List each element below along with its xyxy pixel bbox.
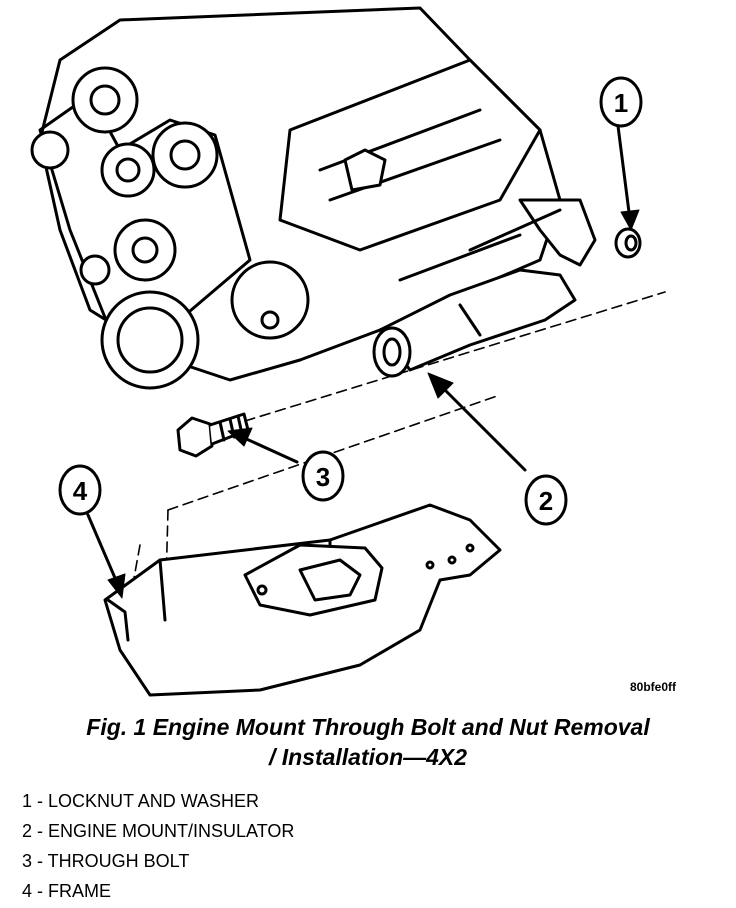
caption-line-2: / Installation—4X2 [268,744,468,770]
legend-item: 4 - FRAME [22,881,112,901]
locknut [614,227,642,259]
callout-1-circle [599,76,643,128]
figure-code: 80bfe0ff [630,680,677,694]
engine-mount-diagram: 1 2 3 4 80bfe0ff [30,6,677,697]
callout-4-circle [58,464,102,516]
callout-3: 3 [316,462,330,492]
legend-item: 2 - ENGINE MOUNT/INSULATOR [22,821,295,841]
engine-mount-insulator [372,268,577,378]
figure-caption: Fig. 1 Engine Mount Through Bolt and Nut… [0,712,736,772]
caption-line-1: Fig. 1 Engine Mount Through Bolt and Nut… [86,714,650,740]
frame-rail [103,503,502,697]
through-bolt [176,412,250,458]
callout-1: 1 [614,88,628,118]
callout-4: 4 [73,476,88,506]
legend-list: 1 - LOCKNUT AND WASHER 2 - ENGINE MOUNT/… [22,786,294,906]
legend-item: 3 - THROUGH BOLT [22,851,190,871]
callout-3-circle [301,450,345,502]
legend-item: 1 - LOCKNUT AND WASHER [22,791,260,811]
callout-2-circle [524,474,568,526]
leader-arrows [86,124,640,599]
pulleys [30,66,310,390]
callout-2: 2 [539,486,553,516]
callout-circles [58,76,643,526]
engine-block [38,6,597,382]
